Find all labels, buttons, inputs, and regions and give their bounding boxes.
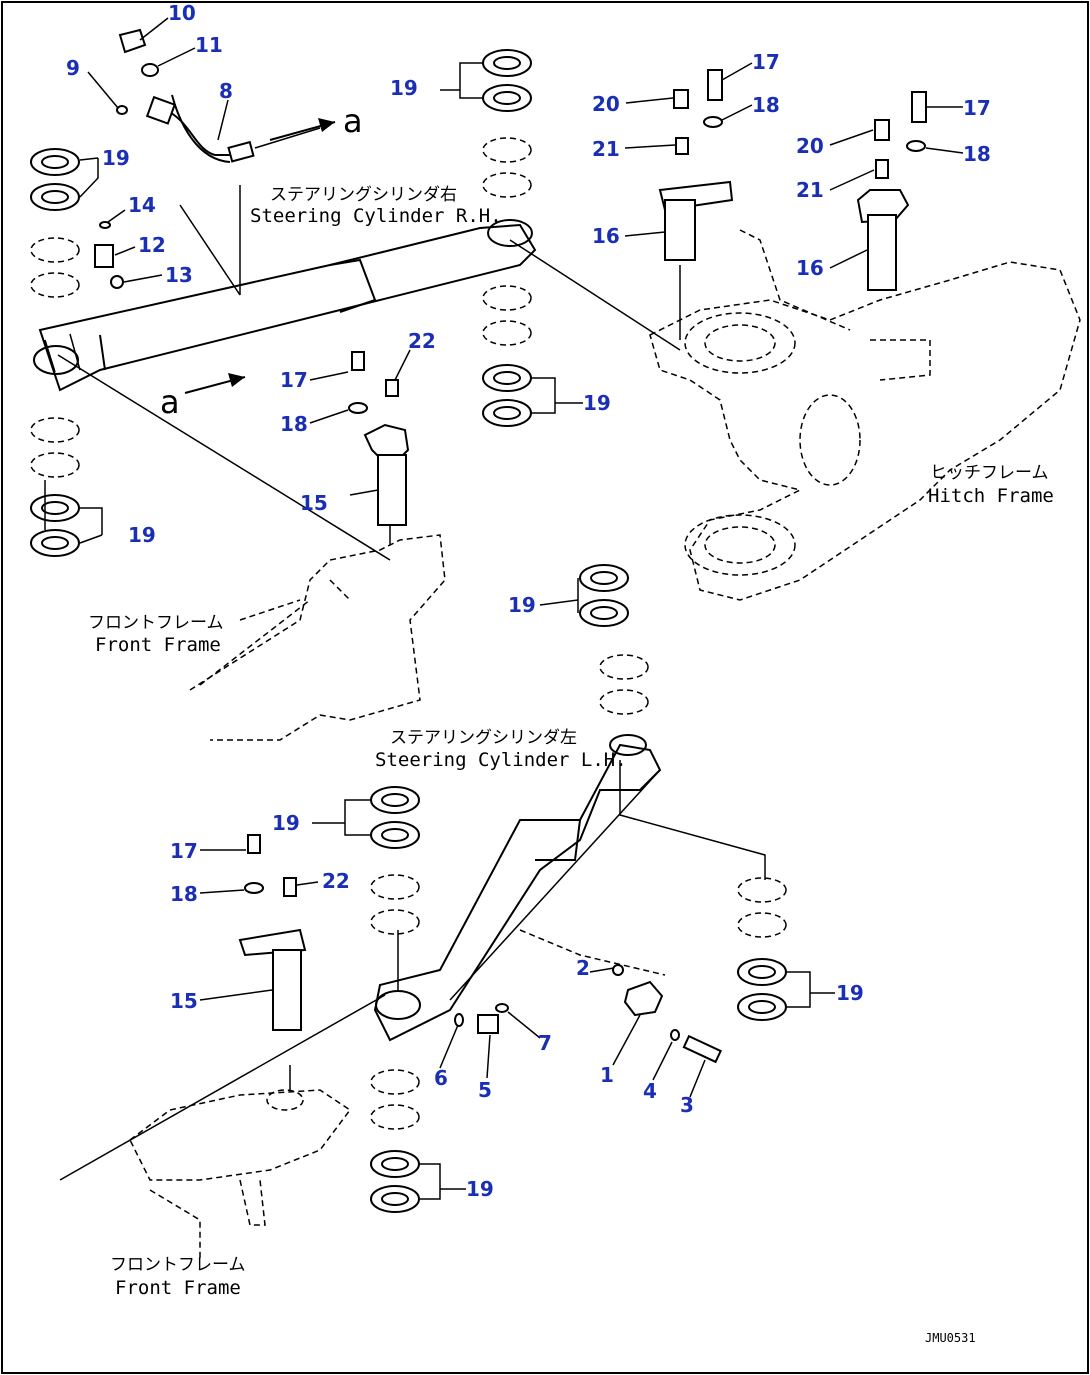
callout-19: 19	[102, 146, 130, 170]
hose-assembly	[116, 28, 321, 163]
callout-17: 17	[280, 368, 308, 392]
hitch-frame-en: Hitch Frame	[928, 485, 1054, 507]
leader-lines	[44, 185, 766, 1181]
callout-17: 17	[170, 839, 198, 863]
fitting-12-13-14	[94, 221, 124, 289]
callout-9: 9	[66, 56, 80, 80]
callout-17: 17	[752, 50, 780, 74]
callout-14: 14	[128, 193, 156, 217]
callout-17: 17	[963, 96, 991, 120]
callout-8: 8	[219, 79, 233, 103]
front-frame-upper-jp: フロントフレーム	[88, 613, 224, 633]
callout-19: 19	[583, 391, 611, 415]
shim-stacks	[30, 49, 787, 1213]
callout-16: 16	[796, 256, 824, 280]
callout-11: 11	[195, 33, 223, 57]
steering-cylinder-lh	[373, 734, 666, 1042]
front-frame-upper	[189, 534, 446, 741]
callout-leaders	[79, 17, 964, 1200]
callout-19: 19	[128, 523, 156, 547]
steering-lh-en: Steering Cylinder L.H.	[375, 749, 627, 771]
steering-lh-jp: ステアリングシリンダ左	[390, 728, 577, 748]
callout-1: 1	[600, 1063, 614, 1087]
callout-18: 18	[280, 412, 308, 436]
callout-3: 3	[680, 1093, 694, 1117]
callout-22: 22	[322, 869, 350, 893]
pin-16-left	[658, 69, 734, 261]
view-a-arrows	[184, 118, 336, 394]
front-frame-lower-jp: フロントフレーム	[110, 1255, 246, 1275]
callout-5: 5	[478, 1078, 492, 1102]
callout-21: 21	[592, 137, 620, 161]
callout-4: 4	[643, 1079, 657, 1103]
callout-21: 21	[796, 178, 824, 202]
steering-rh-en: Steering Cylinder R.H.	[250, 205, 502, 227]
pin-15-upper	[348, 351, 410, 526]
callout-22: 22	[408, 329, 436, 353]
callout-15: 15	[170, 989, 198, 1013]
hitch-frame	[649, 229, 1081, 601]
front-frame-lower-en: Front Frame	[115, 1277, 241, 1299]
callout-18: 18	[170, 882, 198, 906]
hitch-frame-jp: ヒッチフレーム	[930, 463, 1049, 483]
callout-7: 7	[538, 1031, 552, 1055]
callout-20: 20	[796, 134, 824, 158]
steering-rh-jp: ステアリングシリンダ右	[270, 185, 457, 205]
view-a-label-upper: a	[343, 102, 363, 140]
fitting-group-1-7	[454, 964, 722, 1064]
callout-18: 18	[752, 93, 780, 117]
front-frame-lower	[129, 1089, 352, 1260]
callout-12: 12	[138, 233, 166, 257]
callout-18: 18	[963, 142, 991, 166]
pin-16-right	[856, 91, 927, 291]
callout-19: 19	[466, 1177, 494, 1201]
pin-15-lower	[238, 834, 307, 1031]
callout-19: 19	[390, 76, 418, 100]
callout-6: 6	[434, 1066, 448, 1090]
view-a-label-lower: a	[160, 383, 180, 421]
callout-19: 19	[272, 811, 300, 835]
front-frame-upper-en: Front Frame	[95, 634, 221, 656]
callout-19: 19	[836, 981, 864, 1005]
callout-10: 10	[168, 1, 196, 25]
callout-20: 20	[592, 92, 620, 116]
callout-16: 16	[592, 224, 620, 248]
callout-13: 13	[165, 263, 193, 287]
steering-cylinder-rh	[33, 219, 537, 392]
drawing-code: JMU0531	[925, 1331, 976, 1345]
callout-15: 15	[300, 491, 328, 515]
callout-19: 19	[508, 593, 536, 617]
callout-2: 2	[576, 956, 590, 980]
